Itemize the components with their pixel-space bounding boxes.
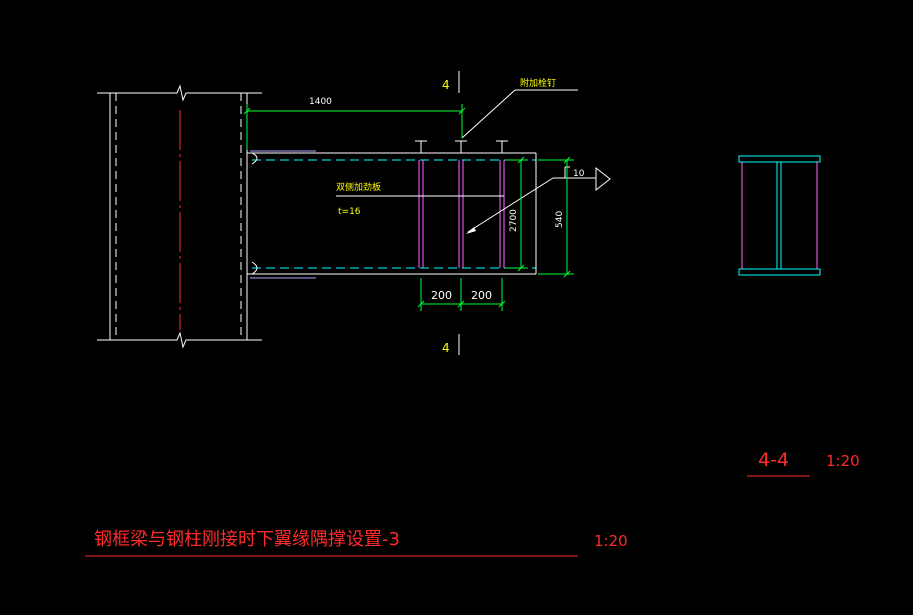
dim-inner-tick-bottom [517,264,525,272]
plate-callout-label: 双侧加劲板 [336,181,381,193]
plate-callout-arrowhead [466,227,476,234]
bottom-weld-access-hole [251,261,258,275]
dim-outer-tick-bottom [563,270,571,278]
weld-size-label: 10 [573,169,585,179]
stiffeners [418,160,505,268]
dim-spacing-tick-2 [457,300,465,308]
dim-spacing-tick-3 [498,300,506,308]
column-top-break-line [97,84,262,102]
dim-length-tick-right [458,107,466,115]
stud-callout: 附加栓钉 [461,77,578,139]
dim-spacing-2-text: 200 [471,289,492,302]
section-4-4-view [738,155,821,276]
dimension-stiffener-spacing [417,278,506,311]
plate-callout: 双侧加劲板 t=16 [336,177,554,234]
shear-studs [415,140,508,153]
stud-callout-leader [461,89,516,139]
dimension-depth-inner [506,156,528,272]
section-bottom-flange [738,268,821,276]
column-bottom-break-line [97,331,262,349]
dim-beam-length-text: 1400 [309,97,332,107]
dim-depth-outer-text: 540 [555,211,565,228]
drawing-scale: 1:20 [594,532,628,550]
drawing-title: 钢框梁与钢柱刚接时下翼缘隅撑设置-3 [94,529,400,550]
section-top-flange [738,155,821,163]
stud-callout-label: 附加栓钉 [520,77,556,89]
weld-tail-symbol [595,166,611,192]
dim-outer-tick-top [563,156,571,164]
dim-length-tick-left [243,107,251,115]
dimension-depth-outer [538,156,574,278]
section-title: 4-4 [758,449,789,471]
steel-beam [247,150,537,279]
dim-spacing-1-text: 200 [431,289,452,302]
plate-thickness-label: t=16 [338,207,361,217]
dim-spacing-tick-1 [417,300,425,308]
plate-callout-leader [467,177,554,233]
top-weld-access-hole [251,152,258,165]
dim-inner-tick-top [517,156,525,164]
dimension-beam-length [243,104,466,150]
section-mark-bottom-label: 4 [442,341,450,355]
section-scale: 1:20 [826,452,860,470]
section-mark-top-label: 4 [442,78,450,92]
dim-depth-inner-text: 2700 [509,209,519,232]
